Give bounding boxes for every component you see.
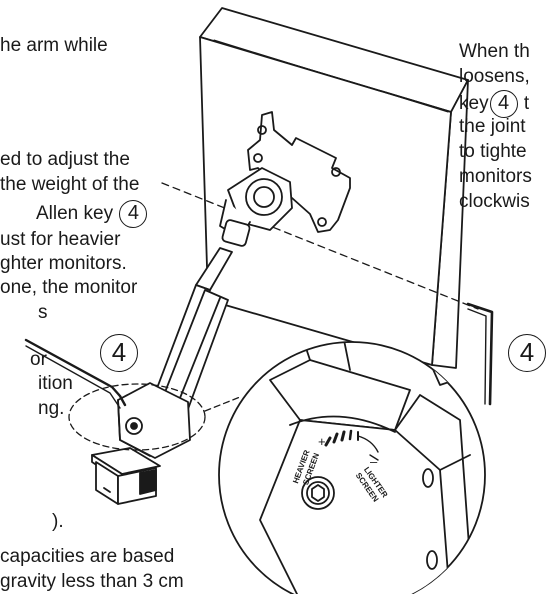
left-text-line-8: s xyxy=(38,302,48,323)
right-text-line-5: to tighte xyxy=(459,141,527,162)
right-text-line-4: the joint xyxy=(459,116,526,137)
left-text-line-1: he arm while xyxy=(0,35,108,56)
dial-minus: – xyxy=(370,454,378,469)
left-text-line-2: ed to adjust the xyxy=(0,149,130,170)
focus-ellipse xyxy=(68,383,206,451)
left-text-line-5: ust for heavier xyxy=(0,229,121,250)
allen-key-left xyxy=(24,338,127,409)
right-text-line-3-end: t xyxy=(523,93,530,115)
right-text-key-number: 4 xyxy=(489,90,518,118)
left-text-line-13: capacities are based xyxy=(0,546,175,567)
right-text-line-6: monitors xyxy=(459,166,532,187)
right-text-line-2: loosens, xyxy=(459,66,530,87)
axis-dashed-line xyxy=(161,182,479,310)
desk-clamp xyxy=(91,447,161,505)
right-text-line-1: When th xyxy=(459,41,530,62)
right-text-line-7: clockwis xyxy=(459,191,530,212)
left-text-line-14: gravity less than 3 cm xyxy=(0,571,184,592)
zoom-detail xyxy=(218,341,486,594)
tilt-head xyxy=(219,167,293,247)
left-text-line-4: Allen key 4 xyxy=(36,200,148,228)
allen-key-right xyxy=(466,302,494,406)
left-text-line-11: ng. xyxy=(38,398,65,419)
dial-plus: + xyxy=(318,434,326,449)
left-text-line-7: one, the monitor xyxy=(0,277,138,298)
left-text-line-6: ghter monitors. xyxy=(0,253,127,274)
left-text-allen-key: Allen key xyxy=(36,203,114,225)
left-text-line-10: ition xyxy=(38,373,73,394)
base-joint xyxy=(117,382,191,459)
left-text-line-12: ). xyxy=(52,511,64,532)
left-text-line-3: the weight of the xyxy=(0,174,140,195)
vesa-plate xyxy=(247,111,351,233)
zoom-leader-line xyxy=(204,396,241,412)
left-text-key-number: 4 xyxy=(119,200,148,228)
right-text-key: key xyxy=(459,93,489,115)
callout-allen-key-right: 4 xyxy=(508,334,546,372)
callout-allen-key-left: 4 xyxy=(100,334,138,372)
left-text-line-9: or xyxy=(30,349,47,370)
